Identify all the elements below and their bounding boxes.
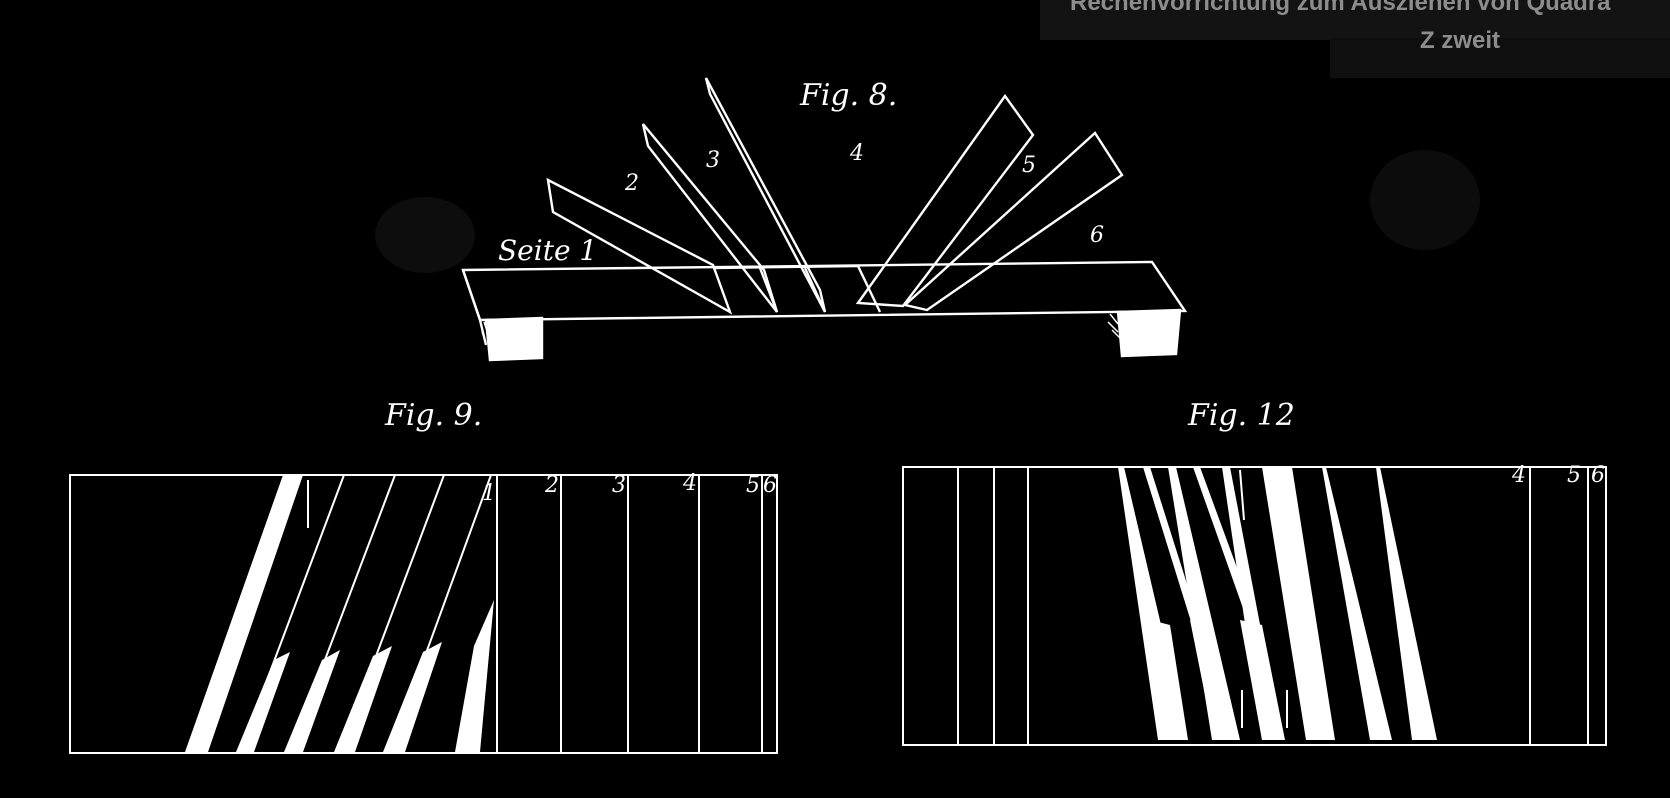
- stripe: [1262, 467, 1335, 740]
- plate-2: [546, 177, 733, 315]
- stripe: [236, 652, 290, 752]
- hinge-line: [803, 267, 827, 313]
- fig12: Fig. 12 4 5 6: [902, 398, 1607, 746]
- label-3: 3: [706, 148, 720, 173]
- fig9-label-4: 4: [682, 471, 697, 496]
- board-edge: [461, 269, 482, 321]
- fig9-label-5: 5: [746, 473, 760, 498]
- stripe: [1376, 467, 1437, 740]
- fig9-caption: Fig. 9.: [384, 398, 482, 433]
- hatching: [481, 321, 489, 343]
- fig12-label-6: 6: [1591, 463, 1605, 488]
- bleed-line-2: Z zweit: [1420, 27, 1500, 54]
- stripe: [334, 646, 392, 752]
- fig8-caption: Fig. 8.: [799, 78, 897, 113]
- tick-mark: [1239, 469, 1245, 521]
- label-5: 5: [1022, 153, 1036, 178]
- fig9-label-6: 6: [763, 473, 777, 498]
- fig9: Fig. 9. 1 2 3 4 5 6: [69, 398, 778, 754]
- hatching: [1107, 313, 1121, 339]
- wedge: [1240, 620, 1285, 740]
- slant-line: [289, 474, 396, 753]
- stripe: [1143, 467, 1200, 628]
- label-6: 6: [1090, 223, 1104, 248]
- fig12-caption: Fig. 12: [1187, 398, 1295, 433]
- fig12-label-5: 5: [1567, 463, 1581, 488]
- smudge: [1370, 150, 1480, 250]
- label-seite-1: Seite 1: [498, 234, 597, 267]
- slant-line: [239, 474, 345, 753]
- stripe: [284, 650, 340, 752]
- wedge: [1190, 620, 1238, 740]
- plate-6: [902, 131, 1124, 312]
- label-4: 4: [849, 141, 864, 166]
- fig8: Fig. 8. Seite 1 2 3 4 5: [461, 77, 1188, 362]
- wedge: [1150, 620, 1188, 740]
- left-foot: [484, 316, 544, 362]
- bleed-line-1: Rechenvorrichtung zum Ausziehen von Quad…: [1070, 0, 1611, 16]
- plate-5: [855, 93, 1035, 308]
- stripe: [1322, 467, 1392, 740]
- fig12-label-4: 4: [1511, 463, 1526, 488]
- fig9-label-2: 2: [544, 473, 559, 498]
- stripe: [185, 475, 303, 752]
- fig9-label-3: 3: [612, 473, 626, 498]
- fig12-frame: [902, 466, 1607, 746]
- label-2: 2: [624, 171, 639, 196]
- stripe: [455, 600, 494, 752]
- fig9-label-1: 1: [482, 481, 496, 506]
- smudge: [375, 197, 475, 273]
- slant-line: [389, 474, 492, 753]
- bleed-through-text: Rechenvorrichtung zum Ausziehen von Quad…: [1040, 0, 1670, 78]
- right-foot: [1116, 308, 1182, 358]
- fig9-frame: [69, 474, 778, 754]
- slant-line: [339, 474, 445, 753]
- hinge-line: [758, 267, 779, 313]
- stripe: [383, 642, 442, 752]
- hinge-line: [856, 265, 882, 313]
- stripe: [1168, 467, 1240, 740]
- hinge-line: [712, 264, 859, 270]
